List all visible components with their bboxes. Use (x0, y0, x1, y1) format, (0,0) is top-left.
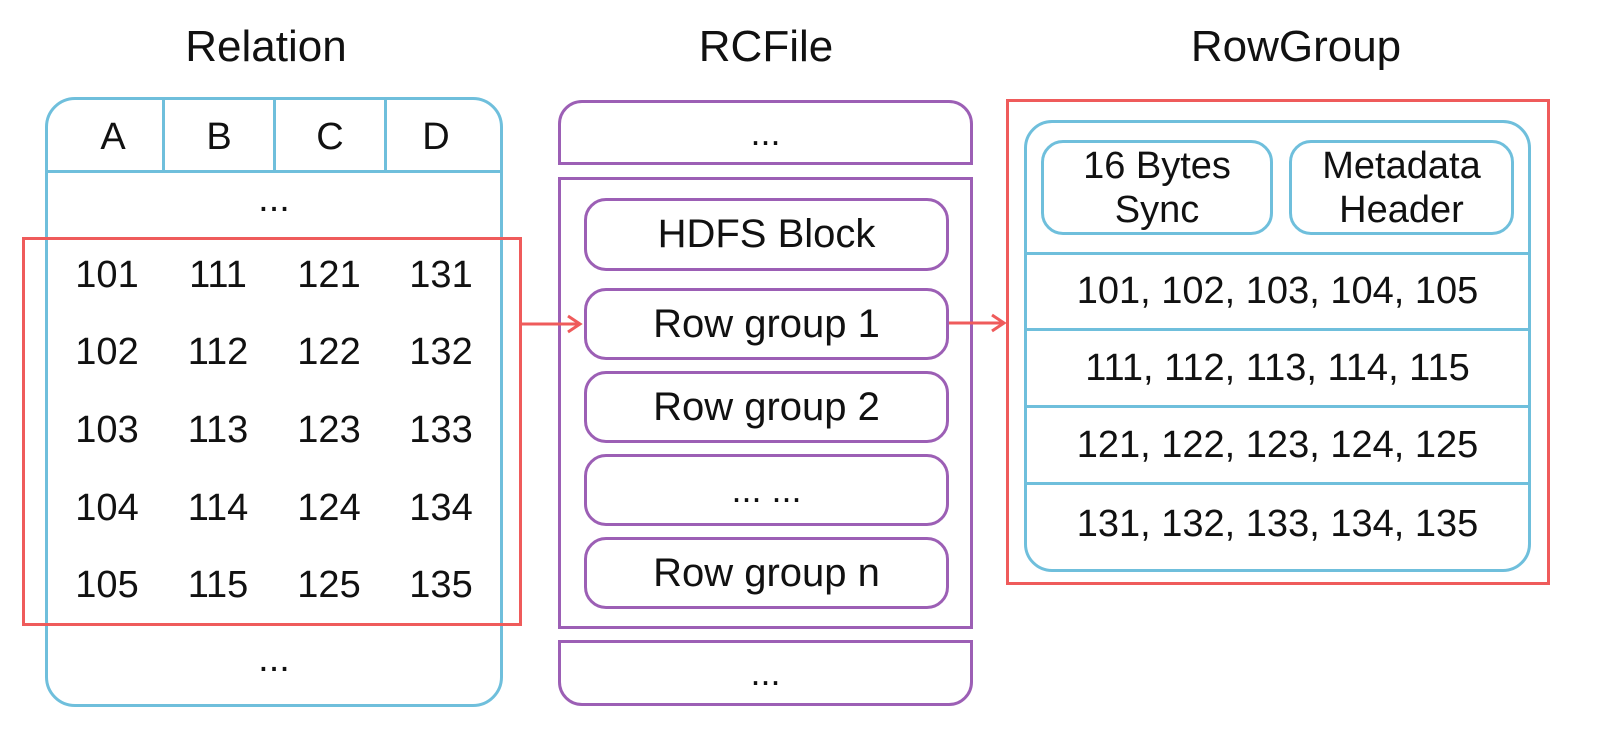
row-group-n: Row group n (584, 537, 949, 609)
row-group-2: Row group 2 (584, 371, 949, 443)
table-row: 102 112 122 132 (50, 331, 500, 375)
table-cell: 113 (187, 409, 249, 451)
table-cell: 104 (75, 487, 139, 529)
metadata-label-line2: Header (1339, 188, 1464, 231)
sync-label-line1: 16 Bytes (1083, 144, 1231, 187)
metadata-header: Metadata Header (1289, 140, 1514, 235)
rowgroup-frame (1006, 99, 1550, 585)
table-cell: 105 (75, 564, 139, 606)
column-header-a: A (100, 116, 126, 158)
row-group-n-label: Row group n (653, 550, 880, 595)
row-group-2-label: Row group 2 (653, 384, 880, 429)
relation-col-divider (273, 98, 276, 171)
table-cell: 131 (409, 254, 473, 296)
rowgroup-container (1024, 120, 1531, 572)
arrow-rcfile-to-rowgroup (949, 313, 1007, 333)
row-group-ellipsis-label: ... ... (731, 469, 802, 510)
relation-col-divider (384, 98, 387, 171)
relation-ellipsis-bottom: ... (258, 638, 290, 680)
rowgroup-divider (1025, 482, 1530, 485)
table-cell: 111 (189, 254, 247, 296)
arrow-relation-to-rcfile (522, 314, 583, 334)
sync-marker: 16 Bytes Sync (1041, 140, 1273, 235)
table-row: 101 111 121 131 (50, 254, 500, 298)
row-group-1: Row group 1 (584, 288, 949, 360)
relation-col-divider (162, 98, 165, 171)
column-header-b: B (206, 116, 232, 158)
table-cell: 121 (297, 254, 361, 296)
table-cell: 133 (409, 409, 473, 451)
table-cell: 115 (187, 564, 249, 606)
table-row: 105 115 125 135 (50, 564, 500, 608)
table-cell: 125 (297, 564, 361, 606)
rowgroup-divider (1025, 252, 1530, 255)
rcfile-top-segment: ... (558, 100, 973, 165)
column-data-d: 131, 132, 133, 134, 135 (1076, 502, 1479, 545)
relation-selection-highlight (22, 237, 522, 626)
rowgroup-divider (1025, 405, 1530, 408)
rowgroup-divider (1025, 328, 1530, 331)
table-cell: 132 (409, 331, 473, 373)
table-cell: 103 (75, 409, 139, 451)
table-cell: 102 (75, 331, 139, 373)
sync-label-line2: Sync (1114, 188, 1200, 231)
hdfs-block: HDFS Block (584, 198, 949, 271)
table-cell: 134 (409, 487, 473, 529)
table-cell: 124 (297, 487, 361, 529)
rcfile-body (558, 177, 973, 629)
row-group-1-label: Row group 1 (653, 301, 880, 346)
table-cell: 114 (187, 487, 249, 529)
relation-ellipsis-top: ... (258, 178, 290, 220)
rcfile-ellipsis-bottom: ... (750, 652, 781, 693)
rcfile-title: RCFile (698, 22, 834, 71)
rcfile-ellipsis-top: ... (750, 111, 781, 153)
table-cell: 101 (75, 254, 139, 296)
column-header-c: C (316, 116, 344, 158)
row-group-ellipsis: ... ... (584, 454, 949, 526)
rcfile-bottom-segment: ... (558, 640, 973, 706)
table-cell: 123 (297, 409, 361, 451)
relation-header-divider (46, 170, 502, 173)
column-data-c: 121, 122, 123, 124, 125 (1076, 423, 1479, 466)
table-cell: 112 (187, 331, 249, 373)
relation-title: Relation (185, 22, 347, 71)
column-data-a: 101, 102, 103, 104, 105 (1076, 270, 1479, 312)
table-cell: 135 (409, 564, 473, 606)
column-data-b: 111, 112, 113, 114, 115 (1085, 346, 1470, 389)
column-header-d: D (422, 116, 450, 158)
table-row: 103 113 123 133 (50, 409, 500, 453)
table-row: 104 114 124 134 (50, 487, 500, 531)
table-cell: 122 (297, 331, 361, 373)
rowgroup-title: RowGroup (1190, 22, 1402, 71)
hdfs-block-label: HDFS Block (657, 212, 876, 256)
metadata-label-line1: Metadata (1322, 144, 1481, 187)
